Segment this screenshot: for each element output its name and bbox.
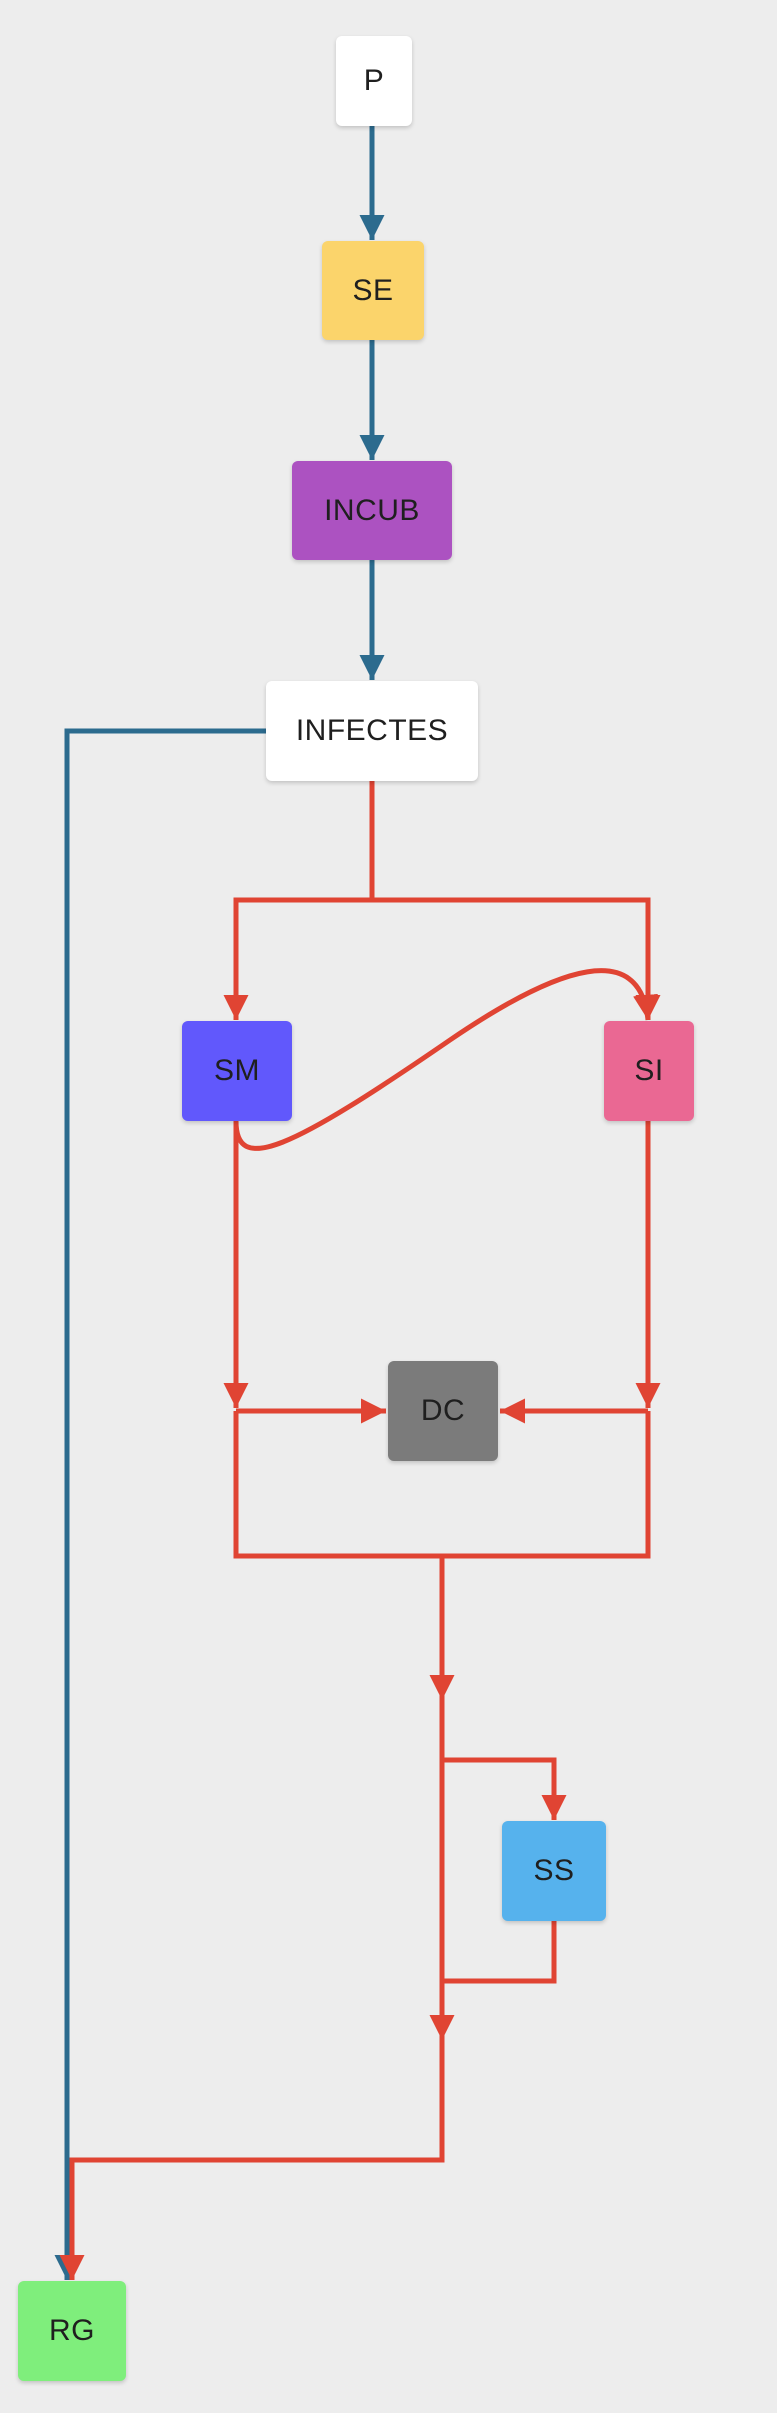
node-sm-label: SM <box>214 1054 260 1087</box>
node-infectes[interactable]: INFECTES <box>266 681 478 781</box>
node-incub-label: INCUB <box>324 493 420 527</box>
edge-split-si <box>372 897 661 1020</box>
node-si[interactable]: SI <box>604 1021 694 1121</box>
edge-split-sm <box>223 897 372 1020</box>
node-sm[interactable]: SM <box>182 1021 292 1121</box>
edge-sm-si-curve <box>233 968 658 1151</box>
edge-split-ss <box>439 1700 567 1820</box>
node-dc[interactable]: DC <box>388 1361 498 1461</box>
edge-to-rg <box>59 2040 445 2280</box>
node-p-label: P <box>363 64 385 97</box>
node-incub[interactable]: INCUB <box>292 461 452 560</box>
node-se[interactable]: SE <box>322 241 424 340</box>
node-rg-label: RG <box>49 2314 95 2347</box>
node-p[interactable]: P <box>336 36 412 126</box>
node-ss-label: SS <box>533 1854 575 1887</box>
node-se-label: SE <box>352 273 394 307</box>
edge-ss-rejoin <box>442 1921 557 1984</box>
node-dc-label: DC <box>420 1394 466 1427</box>
node-ss[interactable]: SS <box>502 1821 606 1921</box>
node-infectes-label: INFECTES <box>295 714 449 747</box>
edge-infectes-rg <box>54 728 266 2280</box>
node-si-label: SI <box>634 1054 664 1087</box>
node-rg[interactable]: RG <box>18 2281 126 2381</box>
